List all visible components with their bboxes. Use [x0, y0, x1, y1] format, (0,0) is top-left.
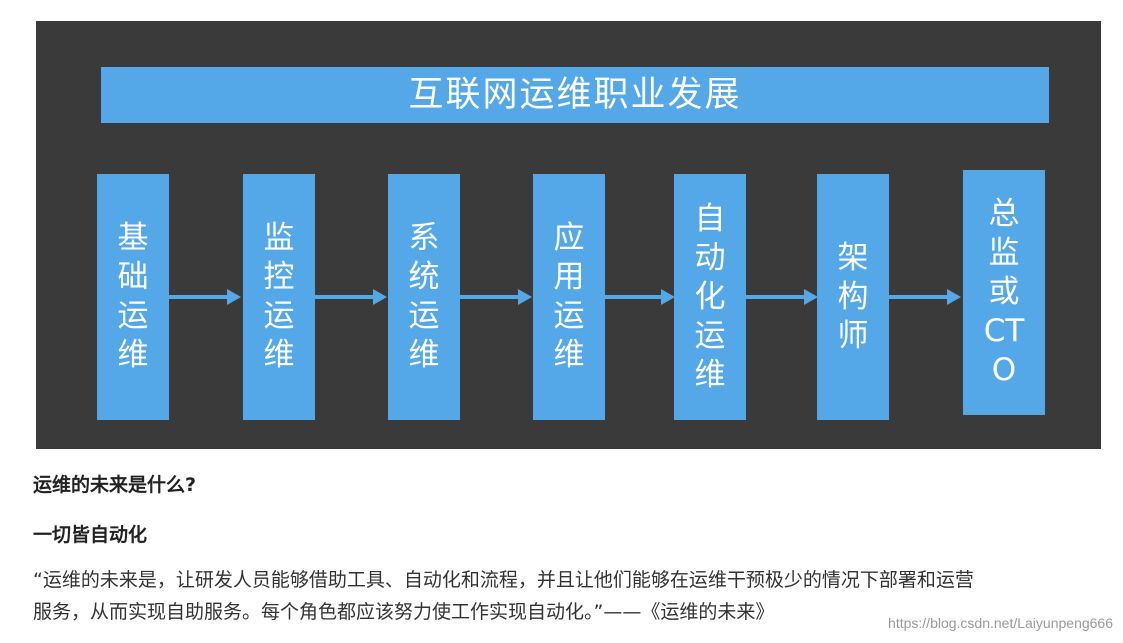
stage-label: 监控运维 [263, 220, 295, 373]
stage-label: 系统运维 [408, 220, 440, 373]
diagram-title: 互联网运维职业发展 [101, 67, 1049, 123]
stage-application-ops: 应用运维 [533, 174, 605, 420]
quote-line: “运维的未来是，让研发人员能够借助工具、自动化和流程，并且让他们能够在运维干预极… [33, 569, 974, 591]
section-question: 运维的未来是什么? [33, 474, 197, 496]
stage-monitoring-ops: 监控运维 [243, 174, 315, 420]
stage-director-cto: 总监或CTO [963, 170, 1045, 415]
stage-label: 总监或CTO [983, 196, 1025, 388]
stage-label: 基础运维 [117, 220, 149, 373]
stage-label: 自动化运维 [694, 200, 726, 393]
arrow-icon [889, 289, 961, 305]
stage-label: 应用运维 [553, 220, 585, 373]
arrow-icon [605, 289, 675, 305]
quote-paragraph: “运维的未来是，让研发人员能够借助工具、自动化和流程，并且让他们能够在运维干预极… [33, 564, 1103, 628]
arrow-icon [746, 289, 818, 305]
arrow-icon [315, 289, 387, 305]
stage-automation-ops: 自动化运维 [674, 174, 746, 420]
stage-system-ops: 系统运维 [388, 174, 460, 420]
stage-label: 架构师 [837, 239, 869, 354]
watermark: https://blog.csdn.net/Laiyunpeng666 [888, 615, 1113, 631]
stage-architect: 架构师 [817, 174, 889, 420]
section-answer: 一切皆自动化 [33, 524, 148, 546]
arrow-icon [169, 289, 241, 305]
career-path-diagram: 互联网运维职业发展 基础运维 监控运维 系统运维 应用运维 自动化运维 架构师 … [36, 21, 1101, 449]
arrow-icon [460, 289, 532, 305]
quote-line: 服务，从而实现自助服务。每个角色都应该努力使工作实现自动化。”——《运维的未来》 [33, 601, 775, 623]
stage-basic-ops: 基础运维 [97, 174, 169, 420]
